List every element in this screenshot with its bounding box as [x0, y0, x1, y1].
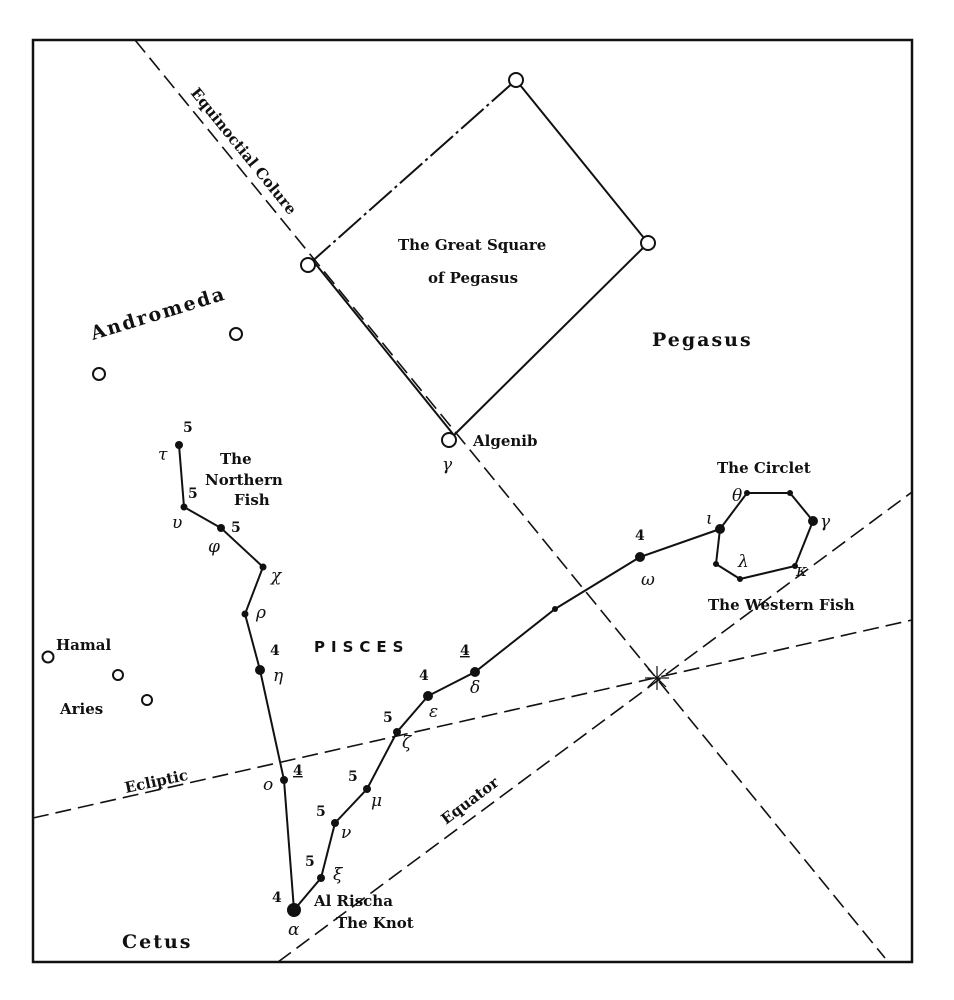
greek-label: ε [429, 702, 438, 722]
magnitude-label: 5 [348, 769, 358, 785]
greek-label: ξ [333, 865, 344, 885]
pegasus-label: Pegasus [652, 329, 753, 351]
circlet-line [714, 492, 815, 581]
ecliptic-label: Ecliptic [123, 766, 190, 797]
star-andromeda-icon [92, 367, 106, 381]
equator-line [277, 491, 913, 963]
greek-label: o [263, 775, 273, 795]
great-square-label: The Great Square [398, 236, 546, 254]
greek-label: κ [795, 561, 807, 581]
algenib-label: Algenib [472, 432, 537, 450]
star-algenib-icon [441, 432, 457, 448]
northern-fish-label: Northern [205, 471, 283, 489]
western-fish-label: The Western Fish [708, 596, 855, 614]
greek-label: λ [737, 552, 749, 572]
equinoctial-colure-line [134, 39, 886, 959]
star-hamal-icon [41, 650, 55, 664]
star-dot-icon [331, 819, 339, 827]
magnitude-label: 5 [316, 804, 326, 820]
magnitude-label: 4 [270, 643, 280, 659]
greek-label: θ [732, 486, 742, 506]
star-dot-icon [787, 490, 793, 496]
greek-label: υ [172, 513, 182, 533]
great-square-of-pegasus [300, 72, 656, 448]
star-dot-icon [393, 728, 401, 736]
greek-label: ζ [402, 733, 413, 753]
northern-fish-line [178, 444, 295, 911]
star-open-icon [300, 257, 316, 273]
star-aries-icon [112, 669, 124, 681]
star-dot-icon [470, 667, 480, 677]
magnitude-label: 4 [293, 763, 303, 779]
great-square-label: of Pegasus [428, 269, 518, 287]
greek-label: ν [341, 823, 351, 843]
magnitude-label: 5 [231, 520, 241, 536]
magnitude-label: 4 [635, 528, 645, 544]
star-dot-icon [259, 563, 267, 571]
al-rischa-label: Al Rischa [313, 892, 393, 910]
star-dot-icon [808, 516, 818, 526]
star-dot-icon [635, 552, 645, 562]
ecliptic-line [32, 619, 913, 819]
magnitude-label: 4 [460, 643, 470, 659]
star-dot-icon [180, 503, 188, 511]
star-dot-icon [280, 776, 288, 784]
chart-frame [31, 38, 914, 964]
greek-label: δ [470, 678, 480, 698]
star-dot-icon [737, 576, 743, 582]
greek-label: μ [371, 791, 382, 811]
northern-fish-label: The [220, 450, 252, 468]
northern-fish-label: Fish [234, 491, 270, 509]
greek-label: γ [820, 512, 831, 532]
star-dot-icon [287, 903, 301, 917]
star-dot-icon [792, 563, 798, 569]
star-dot-icon [255, 665, 265, 675]
star-dot-icon [744, 490, 750, 496]
star-andromeda-icon [229, 327, 243, 341]
greek-label: ρ [255, 603, 266, 623]
greek-label: ι [706, 509, 713, 529]
vernal-equinox-mark [645, 666, 669, 690]
circlet-label: The Circlet [717, 459, 811, 477]
star-dot-icon [363, 785, 371, 793]
star-dot-icon [175, 441, 183, 449]
western-fish-line [293, 528, 721, 911]
the-knot-label: The Knot [336, 914, 414, 932]
greek-label: α [288, 920, 300, 940]
magnitude-label: 5 [188, 486, 198, 502]
pisces-stars [175, 441, 818, 917]
magnitude-label: 5 [305, 854, 315, 870]
star-aries-icon [141, 694, 153, 706]
pisces-label: PISCES [314, 638, 409, 656]
greek-label: τ [158, 445, 168, 465]
equinoctial-colure-label: Equinoctial Colure [187, 84, 300, 218]
magnitude-label: 5 [183, 420, 193, 436]
star-open-icon [508, 72, 524, 88]
star-dot-icon [423, 691, 433, 701]
magnitude-label: 4 [272, 890, 282, 906]
andromeda-label: Andromeda [87, 283, 229, 345]
star-dot-icon [317, 874, 325, 882]
aries-label: Aries [59, 700, 103, 718]
hamal-label: Hamal [56, 636, 111, 654]
greek-label: χ [270, 566, 283, 586]
star-open-icon [640, 235, 656, 251]
greek-label: φ [208, 537, 220, 557]
greek-label: γ [442, 455, 453, 475]
star-dot-icon [217, 524, 225, 532]
magnitude-label: 4 [419, 668, 429, 684]
cetus-label: Cetus [122, 931, 193, 953]
star-dot-icon [715, 524, 725, 534]
greek-label: ω [641, 570, 655, 590]
star-dot-icon [552, 606, 558, 612]
star-dot-icon [241, 610, 249, 618]
greek-label: η [273, 666, 284, 686]
star-dot-icon [713, 561, 719, 567]
magnitude-label: 5 [383, 710, 393, 726]
